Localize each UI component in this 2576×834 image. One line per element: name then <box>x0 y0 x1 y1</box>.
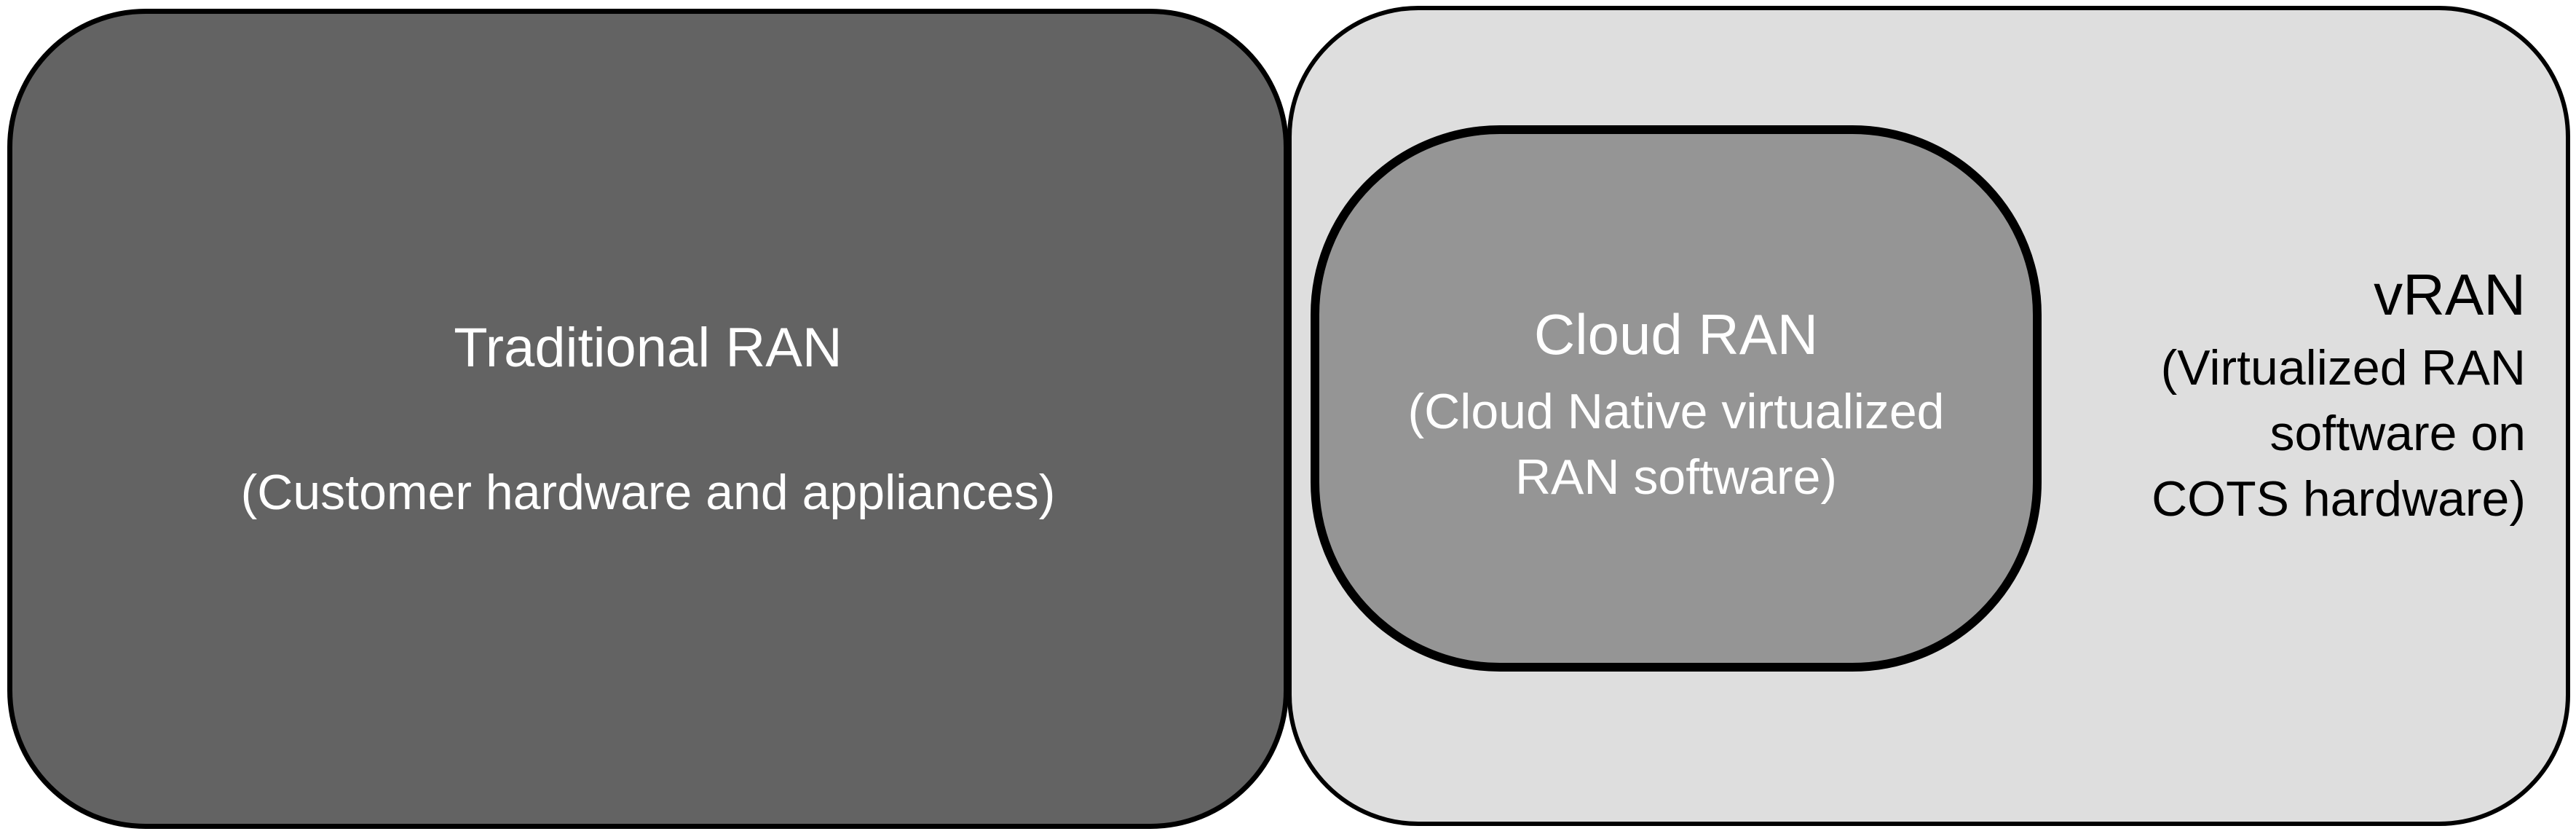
traditional-ran-region <box>7 9 1289 829</box>
vran-subtitle-line: software on <box>2269 406 2526 461</box>
cloud-ran-subtitle-line: (Cloud Native virtualized <box>1407 384 1945 439</box>
vran-subtitle-line: COTS hardware) <box>2152 471 2526 527</box>
traditional-ran-subtitle: (Customer hardware and appliances) <box>240 465 1056 520</box>
traditional-ran-title: Traditional RAN <box>454 317 842 379</box>
cloud-ran-title: Cloud RAN <box>1533 302 1819 366</box>
vran-subtitle-line: (Virtualized RAN <box>2160 340 2526 396</box>
vran-subtitle: (Virtualized RAN software on COTS hardwa… <box>2152 335 2526 532</box>
vran-title: vRAN <box>2374 262 2526 327</box>
cloud-ran-subtitle: (Cloud Native virtualized RAN software) <box>1311 379 2042 510</box>
cloud-ran-subtitle-line: RAN software) <box>1514 449 1838 505</box>
